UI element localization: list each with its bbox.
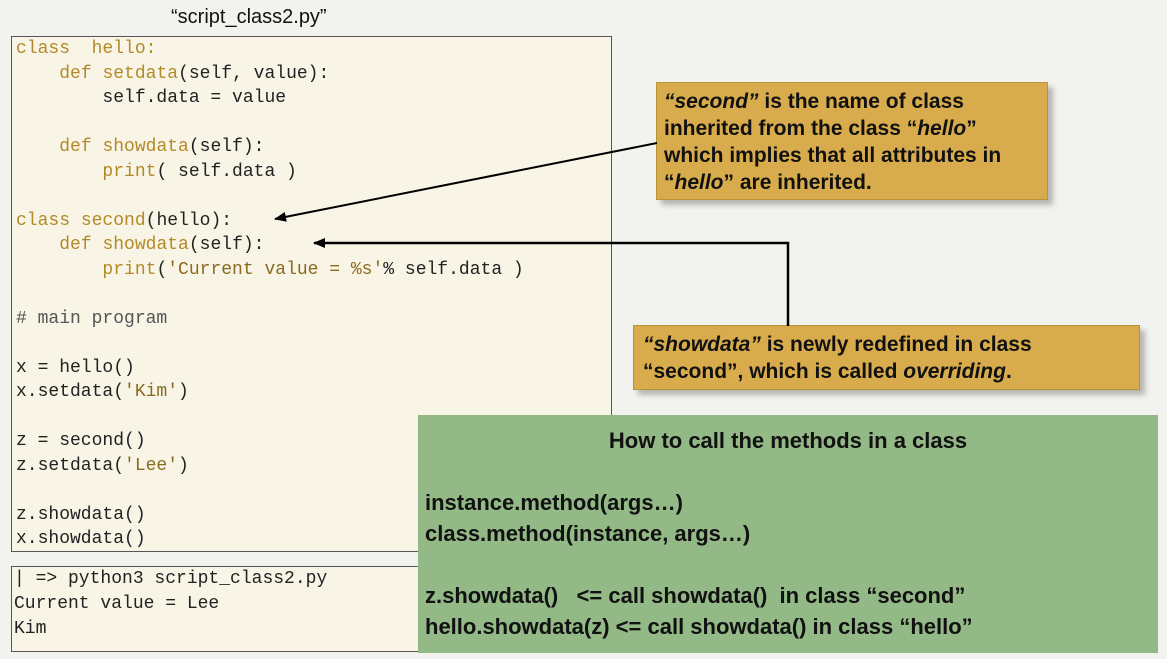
code-token: 'Lee' <box>124 455 179 476</box>
code-token: second <box>80 210 146 231</box>
code-token: showdata <box>102 137 189 157</box>
code-token: setdata <box>102 63 179 84</box>
code-line <box>16 331 524 356</box>
code-line: z = second() <box>16 429 524 454</box>
code-token: (hello): <box>145 210 233 231</box>
code-line: x.showdata() <box>16 527 524 552</box>
file-title: “script_class2.py” <box>171 6 327 28</box>
code-token: self.data = value <box>16 88 287 108</box>
code-token: ( <box>156 259 168 280</box>
note-text: is newly redefined in class “second”, wh… <box>643 333 1032 383</box>
terminal-line: | => python3 script_class2.py <box>14 569 328 589</box>
code-token: z.setdata( <box>16 455 125 476</box>
code-token: x.setdata( <box>16 382 125 402</box>
code-token <box>16 260 102 280</box>
overriding-note: “showdata” is newly redefined in class “… <box>633 325 1140 390</box>
code-token <box>16 137 59 157</box>
method-call-line: class.method(instance, args…) <box>425 521 751 546</box>
code-token: def <box>59 63 92 84</box>
code-token <box>16 235 59 255</box>
code-line: class second(hello): <box>16 209 524 234</box>
code-line <box>16 282 524 307</box>
code-token: z.showdata() <box>16 504 146 525</box>
terminal-line: Current value = Lee <box>14 594 220 614</box>
code-token: x.showdata() <box>16 529 146 549</box>
code-token: class <box>16 210 71 231</box>
note-parent-name: hello <box>917 117 967 140</box>
code-line: x = hello() <box>16 356 524 381</box>
code-token: class hello: <box>16 39 157 59</box>
code-line: self.data = value <box>16 86 524 111</box>
note-text: ” which implies that all attributes in “ <box>664 117 1002 194</box>
code-token: (self): <box>188 235 265 255</box>
code-token: print <box>102 259 157 280</box>
code-token <box>16 162 102 182</box>
code-token <box>92 64 103 84</box>
note-term: overriding <box>903 360 1006 383</box>
code-line: class hello: <box>16 37 524 62</box>
code-line: z.setdata('Lee') <box>16 454 524 479</box>
code-token: ) <box>178 382 189 402</box>
method-call-line: instance.method(args…) <box>425 490 683 515</box>
code-token: ( self.data ) <box>156 161 297 182</box>
code-token: showdata <box>102 235 189 255</box>
code-token: x = hello() <box>16 357 135 378</box>
code-line: x.setdata('Kim') <box>16 380 524 405</box>
code-token: (self, value): <box>178 63 330 84</box>
code-line: def showdata(self): <box>16 135 524 160</box>
method-call-line: hello.showdata(z) <= call showdata() in … <box>425 614 973 639</box>
note-text: ” are inherited. <box>723 171 872 194</box>
note-class-name: “second” <box>664 90 759 113</box>
code-line: z.showdata() <box>16 503 524 528</box>
code-token <box>92 235 103 255</box>
method-call-title: How to call the methods in a class <box>608 428 968 453</box>
inheritance-note: “second” is the name of class inherited … <box>656 82 1048 200</box>
note-text: is the name of class inherited from the … <box>664 90 964 140</box>
code-line: print( self.data ) <box>16 160 524 185</box>
code-line <box>16 111 524 136</box>
code-line: def showdata(self): <box>16 233 524 258</box>
code-token <box>16 64 59 84</box>
note-text: . <box>1005 360 1012 383</box>
method-call-box: How to call the methods in a class insta… <box>418 415 1158 653</box>
code-token: 'Kim' <box>124 382 179 402</box>
code-token: z = second() <box>16 431 146 451</box>
code-token: 'Current value = %s' <box>167 259 384 280</box>
code-token: % self.data ) <box>383 259 524 280</box>
code-token <box>70 211 81 231</box>
code-token: ) <box>178 455 189 476</box>
code-token: # main program <box>16 308 168 329</box>
method-call-line: z.showdata() <= call showdata() in class… <box>425 583 966 608</box>
code-line: def setdata(self, value): <box>16 62 524 87</box>
terminal-line: Kim <box>14 619 47 639</box>
code-token: print <box>102 161 157 182</box>
code-token: def <box>59 137 92 157</box>
note-parent-name: hello <box>674 171 724 194</box>
code-token: (self): <box>188 137 265 157</box>
code-line: # main program <box>16 307 524 332</box>
code-token <box>92 137 103 157</box>
code-line <box>16 184 524 209</box>
note-method-name: “showdata” <box>643 333 761 356</box>
code-line: print('Current value = %s'% self.data ) <box>16 258 524 283</box>
code-token: def <box>59 235 92 255</box>
